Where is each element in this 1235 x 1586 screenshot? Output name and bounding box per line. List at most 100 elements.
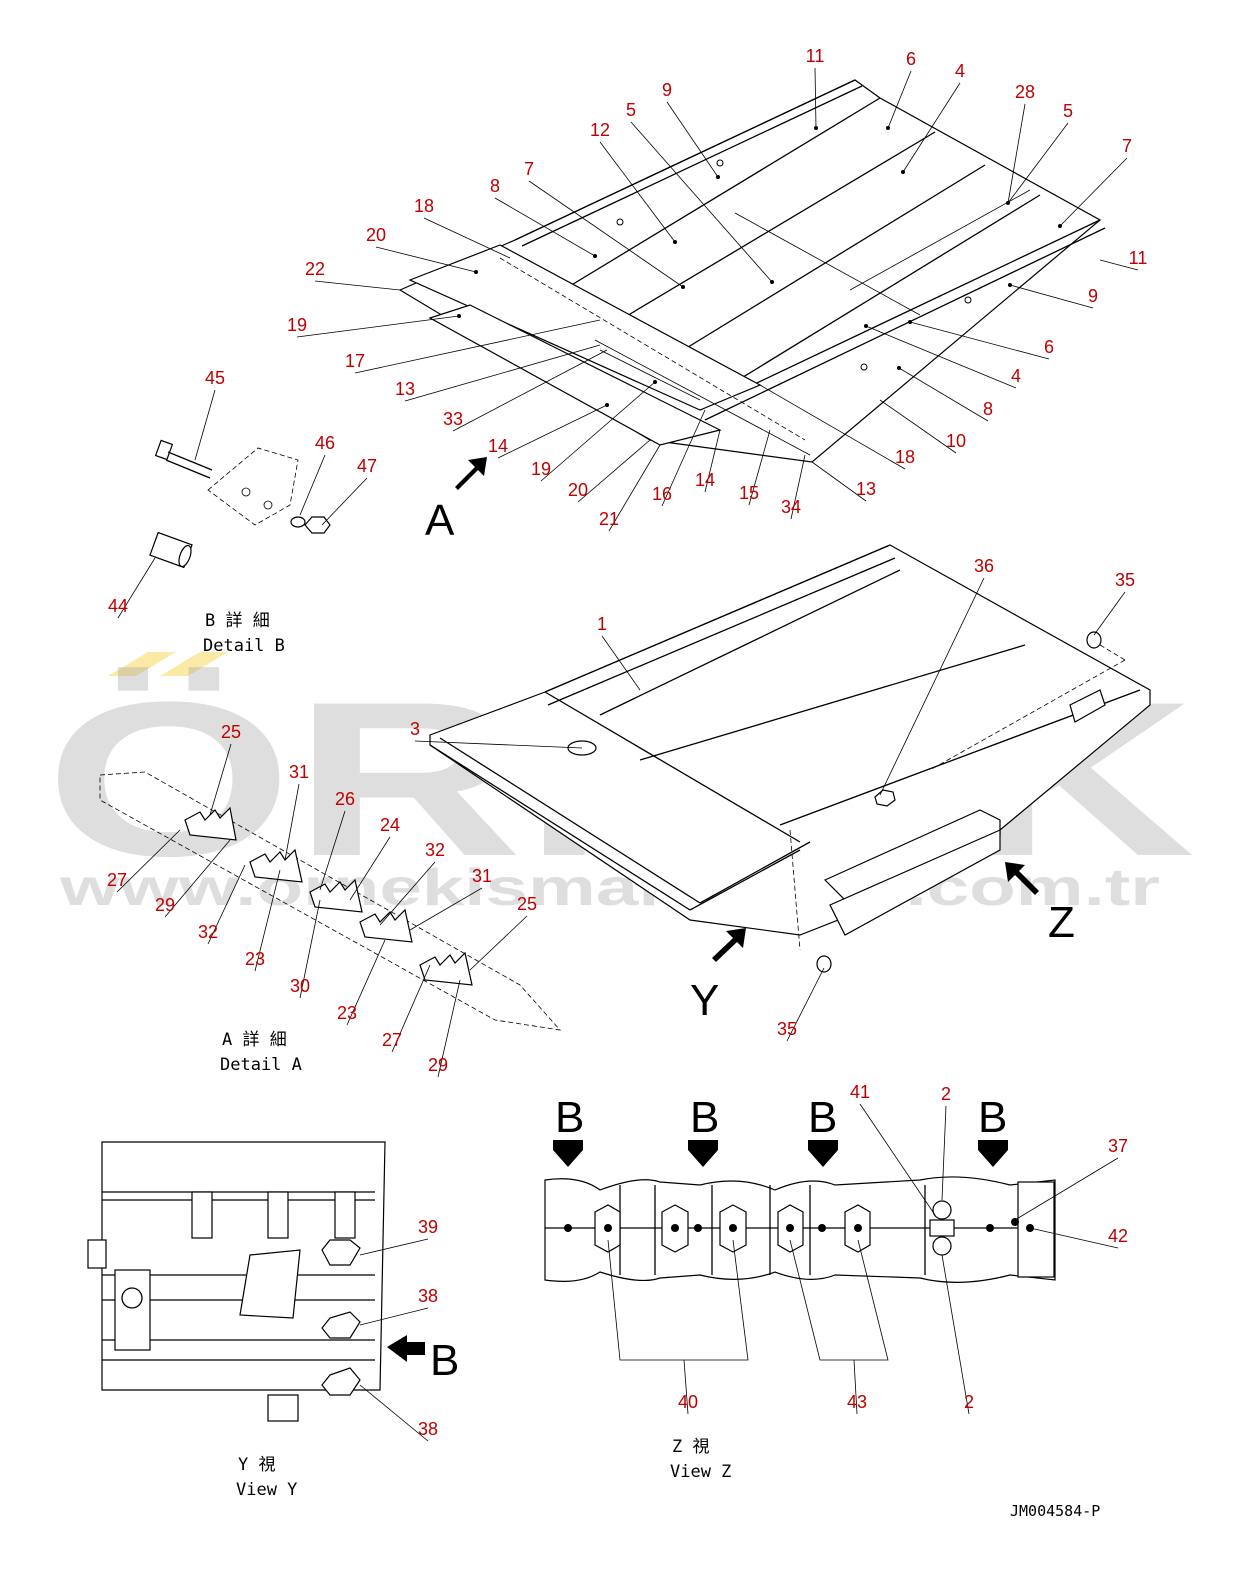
part-callout-view-y: 38 — [418, 1286, 438, 1306]
leader-line — [811, 461, 867, 502]
leader-line — [164, 839, 231, 918]
view-z-b-marker-1: B — [555, 1093, 584, 1142]
leader-line — [391, 964, 431, 1053]
leader-line — [414, 740, 583, 749]
part-callout-top-assembly: 8 — [490, 176, 500, 196]
part-callout-detail-a: 29 — [155, 895, 175, 915]
leader-line — [494, 197, 596, 257]
leader-line — [116, 829, 181, 893]
part-callout-main-frame: 3 — [410, 719, 420, 739]
leader-line — [299, 899, 321, 999]
part-callout-detail-a: 27 — [382, 1030, 402, 1050]
leader-line — [209, 743, 232, 816]
part-callout-main-frame: 35 — [777, 1019, 797, 1039]
part-callout-detail-a: 25 — [517, 894, 537, 914]
part-callout-top-assembly: 19 — [531, 459, 551, 479]
leader-line — [1007, 103, 1026, 204]
part-callout-detail-b: 45 — [205, 368, 225, 388]
leader-line — [359, 1384, 429, 1442]
leader-line — [865, 325, 1017, 389]
part-callout-top-assembly: 5 — [1063, 101, 1073, 121]
part-callout-top-assembly: 16 — [652, 484, 672, 504]
leader-line — [630, 121, 773, 283]
part-callout-top-assembly: 15 — [739, 483, 759, 503]
part-callout-top-assembly: 9 — [662, 80, 672, 100]
part-callout-top-assembly: 4 — [955, 61, 965, 81]
leader-line — [359, 1238, 429, 1256]
part-callout-top-assembly: 28 — [1015, 82, 1035, 102]
part-callout-top-assembly: 7 — [524, 159, 534, 179]
part-callout-view-z: 42 — [1108, 1226, 1128, 1246]
part-callout-main-frame: 35 — [1115, 570, 1135, 590]
part-callout-top-assembly: 6 — [906, 49, 916, 69]
part-callout-detail-a: 24 — [380, 815, 400, 835]
leader-line — [704, 429, 721, 493]
part-callout-main-frame: 1 — [597, 614, 607, 634]
captions: B 詳 細 Detail B A 詳 細 Detail A Y 視 View Y… — [203, 611, 1100, 1520]
part-callout-view-z: 37 — [1108, 1136, 1128, 1156]
leader-line — [540, 381, 656, 482]
leader-line — [666, 101, 719, 178]
detail-b-drawing — [149, 439, 331, 569]
view-label-a: A — [425, 496, 455, 545]
part-callout-detail-b: 46 — [315, 433, 335, 453]
leader-line — [853, 1359, 858, 1415]
leader-line — [469, 915, 528, 971]
leader-line — [379, 861, 436, 926]
part-callout-detail-a: 29 — [428, 1055, 448, 1075]
detail-a-drawing — [99, 771, 562, 1031]
view-z-drawing: B B B B — [544, 1093, 1056, 1361]
part-callout-detail-a: 26 — [335, 789, 355, 809]
watermark-url: www.ornekismakinalari.com.tr — [59, 859, 1160, 917]
caption-detail-a-jp: A 詳 細 — [222, 1030, 287, 1050]
part-callout-top-assembly: 20 — [568, 480, 588, 500]
view-z-b-marker-4: B — [978, 1093, 1007, 1142]
leader-line — [404, 344, 601, 402]
leader-line — [879, 577, 985, 796]
leader-line — [314, 280, 401, 291]
part-callout-detail-a: 23 — [245, 949, 265, 969]
leader-line — [497, 404, 608, 459]
leader-line — [296, 315, 460, 338]
part-callout-view-z: 40 — [678, 1392, 698, 1412]
leader-line — [661, 409, 706, 507]
view-z-b-marker-3: B — [808, 1093, 837, 1142]
part-callout-top-assembly: 34 — [781, 497, 801, 517]
leader-line — [354, 319, 601, 374]
view-label-y: Y — [690, 976, 719, 1025]
part-callout-view-z: 2 — [964, 1392, 974, 1412]
part-callout-view-y: 39 — [418, 1217, 438, 1237]
leader-line — [299, 454, 326, 516]
leader-line — [1014, 1157, 1119, 1221]
leader-line — [790, 454, 806, 520]
leader-line — [319, 810, 346, 891]
view-label-z: Z — [1048, 898, 1075, 947]
part-callout-top-assembly: 9 — [1088, 286, 1098, 306]
view-y-drawing: B — [87, 1141, 459, 1422]
part-callout-top-assembly: 33 — [443, 409, 463, 429]
view-z-b-marker-2: B — [690, 1093, 719, 1142]
part-callout-top-assembly: 18 — [414, 196, 434, 216]
leader-line — [437, 979, 461, 1078]
leader-line — [887, 70, 912, 129]
leader-line — [814, 67, 817, 129]
caption-view-y-jp: Y 視 — [238, 1455, 275, 1475]
leader-line — [909, 321, 1050, 360]
part-callout-view-z: 41 — [850, 1082, 870, 1102]
leader-line — [207, 864, 246, 945]
leader-line — [194, 389, 216, 461]
part-callout-detail-a: 27 — [107, 870, 127, 890]
part-callout-top-assembly: 7 — [1122, 136, 1132, 156]
leader-line — [577, 439, 651, 503]
leader-line — [284, 783, 300, 861]
leader-line — [941, 1254, 970, 1415]
leader-line — [879, 399, 957, 454]
part-callout-top-assembly: 14 — [695, 470, 715, 490]
part-callout-top-assembly: 8 — [983, 399, 993, 419]
part-callout-top-assembly: 21 — [599, 509, 619, 529]
leader-line — [748, 429, 771, 506]
part-callout-detail-a: 32 — [198, 922, 218, 942]
leader-line — [898, 367, 989, 422]
